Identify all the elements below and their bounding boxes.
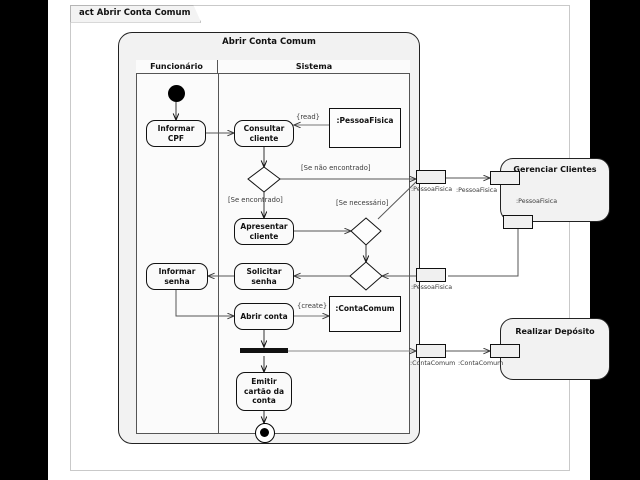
external-activity-realizar-deposito[interactable] (500, 318, 610, 380)
action-label-line3: conta (252, 396, 276, 406)
action-label-line2: senha (251, 276, 277, 286)
fork-node (240, 348, 288, 353)
object-node-label: :ContaComum (335, 304, 395, 313)
action-label-line2: cliente (249, 133, 279, 143)
action-label-line1: Apresentar (240, 222, 288, 231)
guard-se-necessario: [Se necessário] (336, 199, 389, 207)
activity-final-node-center (259, 427, 269, 437)
action-emitir-cartao-da-conta[interactable]: Emitir cartão da conta (236, 372, 292, 411)
input-pin-contacomum-deposito[interactable] (490, 344, 520, 358)
action-label-line1: Emitir (251, 377, 277, 387)
external-activity-title-realizar-deposito: Realizar Depósito (515, 327, 595, 336)
swimlane-header-sistema: Sistema (218, 60, 410, 74)
action-consultar-cliente[interactable]: Consultar cliente (234, 120, 294, 147)
action-label-line2: cartão da (243, 386, 285, 396)
action-label-line1: Informar (158, 267, 196, 276)
input-pin-pessoafisica-gerenciar[interactable] (490, 171, 520, 185)
guard-se-nao-encontrado: [Se não encontrado] (301, 164, 371, 172)
object-node-contacomum[interactable]: :ContaComum (329, 296, 401, 332)
action-label-line1: Informar (157, 124, 195, 133)
input-pin-pessoafisica-return[interactable] (416, 268, 446, 282)
diagram-frame-tab-label: act Abrir Conta Comum (70, 5, 201, 23)
action-abrir-conta[interactable]: Abrir conta (234, 303, 294, 330)
action-label-line1: Solicitar (246, 267, 282, 276)
swimlane-header-funcionario: Funcionário (136, 60, 218, 74)
pin-label-contacomum-in-ext: :ContaComum (458, 360, 504, 367)
external-activity-gerenciar-clientes[interactable] (500, 158, 610, 222)
action-solicitar-senha[interactable]: Solicitar senha (234, 263, 294, 290)
external-activity-title-gerenciar-clientes: Gerenciar Clientes (513, 165, 597, 174)
document-page: act Abrir Conta Comum Abrir Conta Comum … (48, 0, 610, 480)
activity-title: Abrir Conta Comum (222, 37, 316, 47)
stereotype-read: {read} (296, 113, 320, 121)
action-informar-cpf[interactable]: Informar CPF (146, 120, 206, 147)
guard-se-encontrado: [Se encontrado] (228, 196, 283, 204)
action-informar-senha[interactable]: Informar senha (146, 263, 208, 290)
output-pin-pessoafisica[interactable] (416, 170, 446, 184)
action-label-line2: senha (164, 276, 190, 286)
output-pin-pessoafisica-gerenciar[interactable] (503, 215, 533, 229)
swimlane-divider (218, 74, 219, 434)
action-label: Abrir conta (240, 311, 288, 321)
object-node-label: :PessoaFisica (336, 116, 394, 125)
pin-label-pessoafisica-in-ext: :PessoaFisica (456, 187, 498, 194)
action-label-line1: Consultar (243, 124, 285, 133)
stereotype-create: {create} (297, 302, 328, 310)
action-label-line2: cliente (249, 231, 279, 241)
initial-node (168, 85, 185, 102)
pin-label-pessoafisica-back: :PessoaFisica (411, 284, 453, 291)
action-apresentar-cliente[interactable]: Apresentar cliente (234, 218, 294, 245)
object-node-pessoafisica[interactable]: :PessoaFisica (329, 108, 401, 148)
pin-label-pessoafisica-out: :PessoaFisica (411, 186, 453, 193)
output-pin-contacomum[interactable] (416, 344, 446, 358)
pin-label-pessoafisica-ext-out: :PessoaFisica (516, 198, 558, 205)
pin-label-contacomum-out: :ContaComum (410, 360, 456, 367)
action-label-line2: CPF (167, 133, 185, 143)
